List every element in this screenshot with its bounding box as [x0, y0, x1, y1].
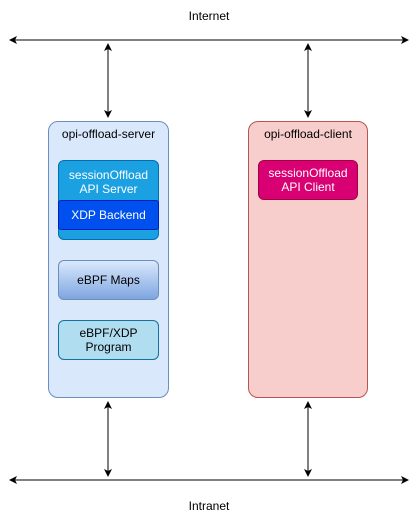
api-client-label-line2: API Client — [281, 180, 335, 194]
server-title: opi-offload-server — [61, 127, 156, 141]
xdp-backend-box: XDP Backend — [58, 200, 159, 230]
ebpf-maps-box: eBPF Maps — [58, 260, 159, 300]
api-server-label-line1: sessionOffload — [68, 168, 149, 182]
api-client-label-line1: sessionOffload — [268, 166, 348, 180]
api-server-label-line2: API Server — [79, 182, 138, 196]
xdp-backend-label: XDP Backend — [71, 208, 146, 222]
api-client-box: sessionOffload API Client — [258, 160, 358, 200]
intranet-label: Intranet — [188, 499, 230, 513]
internet-label: Internet — [188, 9, 230, 23]
ebpf-program-label-line2: Program — [85, 340, 132, 354]
ebpf-maps-label: eBPF Maps — [77, 273, 140, 287]
client-title: opi-offload-client — [264, 127, 352, 141]
ebpf-program-box: eBPF/XDP Program — [58, 320, 159, 360]
ebpf-program-label-line1: eBPF/XDP — [79, 326, 138, 340]
